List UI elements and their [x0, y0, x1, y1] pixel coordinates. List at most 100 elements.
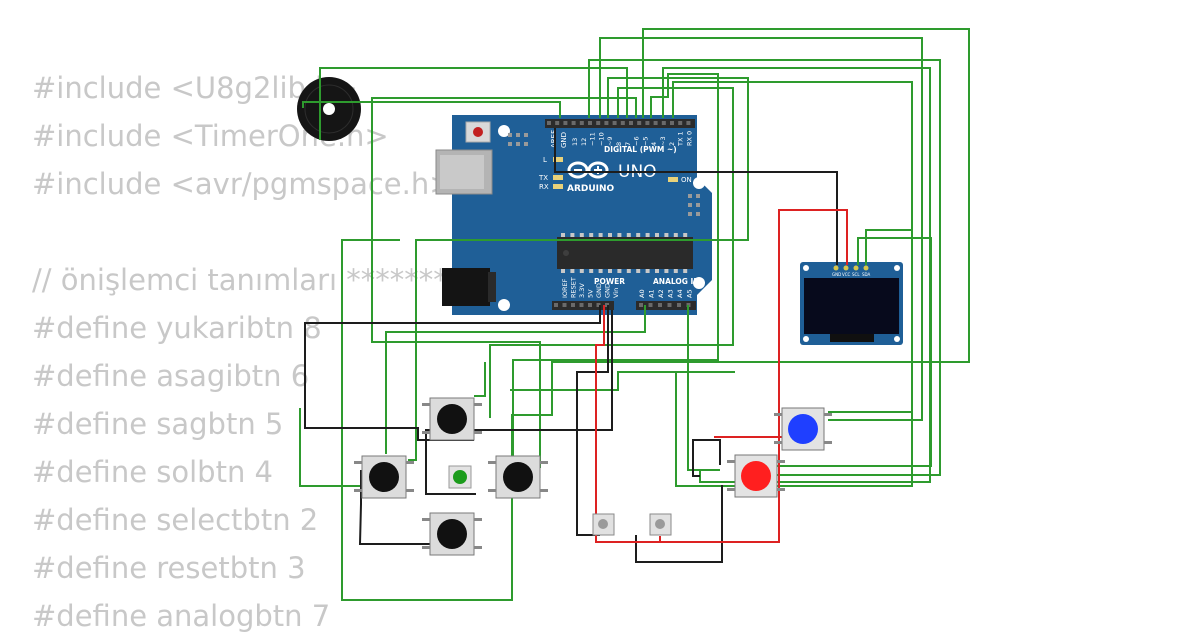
- pin-label: A3: [667, 289, 675, 298]
- header-pin: [612, 121, 617, 125]
- gnd-label: GND: [560, 132, 568, 148]
- pin-label: GND: [595, 283, 603, 298]
- button-up[interactable]: [422, 397, 482, 441]
- oled-display[interactable]: GND VCC SCL SDA: [800, 262, 903, 345]
- header-pin: [637, 121, 642, 125]
- header-pin: [571, 121, 576, 125]
- chip-pin: [617, 233, 622, 237]
- chip-pin: [617, 269, 622, 273]
- led-tx-label: TX: [538, 174, 548, 182]
- buzzer[interactable]: [297, 77, 361, 141]
- code-line: #define asagibtn 6: [32, 359, 310, 393]
- header-pin: [667, 303, 672, 307]
- chip-pin: [608, 269, 612, 273]
- oled-vcc-label: VCC: [842, 272, 851, 277]
- chip-pin: [598, 269, 603, 273]
- header-pin: [604, 121, 609, 125]
- pin-label: 13: [571, 138, 579, 146]
- chip-pin: [561, 233, 565, 237]
- oled-sda-label: SDA: [862, 272, 871, 277]
- code-line: #include <avr/pgmspace.h>: [32, 167, 454, 201]
- header-pin: [670, 121, 674, 125]
- header-pin: [686, 121, 691, 125]
- red-button[interactable]: [727, 454, 785, 498]
- header-pin: [554, 303, 558, 307]
- button-right[interactable]: [488, 455, 548, 499]
- chip-pin: [655, 233, 659, 237]
- pin-label: IOREF: [561, 278, 569, 298]
- chip-pin: [579, 269, 584, 273]
- pin-label: ~6: [633, 136, 641, 146]
- pin-label: ~9: [606, 136, 614, 146]
- pin-label: RX 0: [685, 131, 693, 146]
- chip-pin: [598, 233, 603, 237]
- header-pin: [571, 303, 575, 307]
- chip-pin: [664, 269, 669, 273]
- pin-label: A1: [648, 289, 656, 298]
- oled-scl-label: SCL: [852, 272, 860, 277]
- chip-pin: [673, 269, 678, 273]
- chip-pin: [636, 269, 641, 273]
- header-pin: [596, 303, 601, 307]
- header-pin: [579, 303, 584, 307]
- pin-label: 7: [624, 142, 632, 146]
- chip-pin: [589, 269, 594, 273]
- header-pin: [629, 121, 633, 125]
- analog-button-small[interactable]: [649, 513, 672, 536]
- header-pin: [620, 121, 625, 125]
- pin-label: ~10: [597, 132, 605, 146]
- on-label: ON: [681, 176, 692, 184]
- chip-pin: [655, 269, 659, 273]
- pin-label: A2: [657, 289, 665, 298]
- code-line: #define analogbtn 7: [32, 599, 331, 633]
- wires-black: [304, 128, 838, 563]
- pin-label: ~3: [659, 136, 667, 146]
- led-rx-label: RX: [539, 183, 549, 191]
- analog-in-label: ANALOG IN: [653, 277, 700, 286]
- wires-red: [595, 209, 848, 543]
- chip-pin: [626, 269, 631, 273]
- pin-label: A5: [686, 289, 694, 298]
- chip-pin: [683, 269, 688, 273]
- pin-label: 8: [615, 142, 623, 146]
- pin-label: 3.3V: [578, 283, 586, 298]
- header-pin: [658, 303, 662, 307]
- reset-button-small[interactable]: [592, 513, 615, 536]
- button-left[interactable]: [354, 455, 414, 499]
- chip-pin: [561, 269, 565, 273]
- header-pin: [639, 303, 643, 307]
- header-pin: [562, 303, 567, 307]
- pin-label: Vin: [612, 288, 620, 298]
- chip-pin: [579, 233, 584, 237]
- chip-pin: [636, 233, 641, 237]
- pin-label: RESET: [570, 277, 578, 298]
- pin-label: 4: [650, 142, 658, 146]
- code-line: #define yukaribtn 8: [32, 311, 322, 345]
- pin-label: 12: [580, 138, 588, 146]
- code-line: // önişlemci tanımları ************: [32, 263, 521, 297]
- chip-pin: [589, 233, 594, 237]
- header-pin: [555, 121, 560, 125]
- pin-label: TX 1: [677, 131, 685, 147]
- chip-pin: [645, 269, 650, 273]
- header-pin: [677, 303, 681, 307]
- oled-gnd-label: GND: [832, 272, 841, 277]
- green-led: [448, 465, 472, 489]
- led-l-label: L: [543, 156, 547, 164]
- pin-label: ~5: [641, 136, 649, 146]
- header-pin: [678, 121, 683, 125]
- wires-green: [299, 28, 970, 601]
- pin-label: ~11: [589, 132, 597, 146]
- header-pin: [563, 121, 568, 125]
- header-pin: [653, 121, 658, 125]
- header-pin: [588, 303, 592, 307]
- button-down[interactable]: [422, 512, 482, 556]
- pin-label: 2: [668, 142, 676, 146]
- blue-button[interactable]: [774, 407, 832, 451]
- code-line: #define solbtn 4: [32, 455, 273, 489]
- header-pin: [588, 121, 592, 125]
- pin-label: GND: [604, 283, 612, 298]
- arduino-brand-label: ARDUINO: [567, 184, 615, 194]
